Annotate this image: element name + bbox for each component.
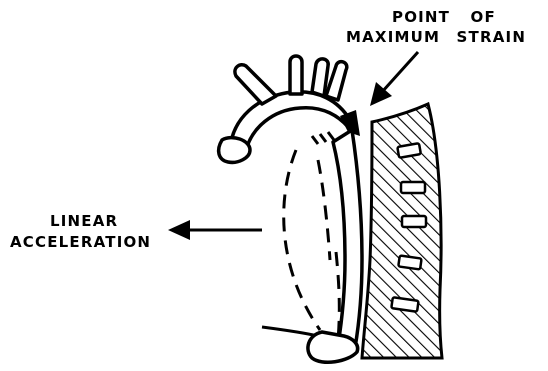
baseline [262,327,318,336]
arch-ticks [312,132,334,144]
dashed-displacement [284,150,340,340]
label-maximum-strain: MAXIMUM STRAIN [346,28,526,46]
label-linear: LINEAR [50,212,118,230]
aorta [219,56,362,362]
label-acceleration: ACCELERATION [10,233,151,251]
arrow-down-left-icon [370,52,418,106]
arrow-left-icon [168,220,262,240]
spine [362,104,442,358]
label-point-of: POINT OF [392,8,496,26]
